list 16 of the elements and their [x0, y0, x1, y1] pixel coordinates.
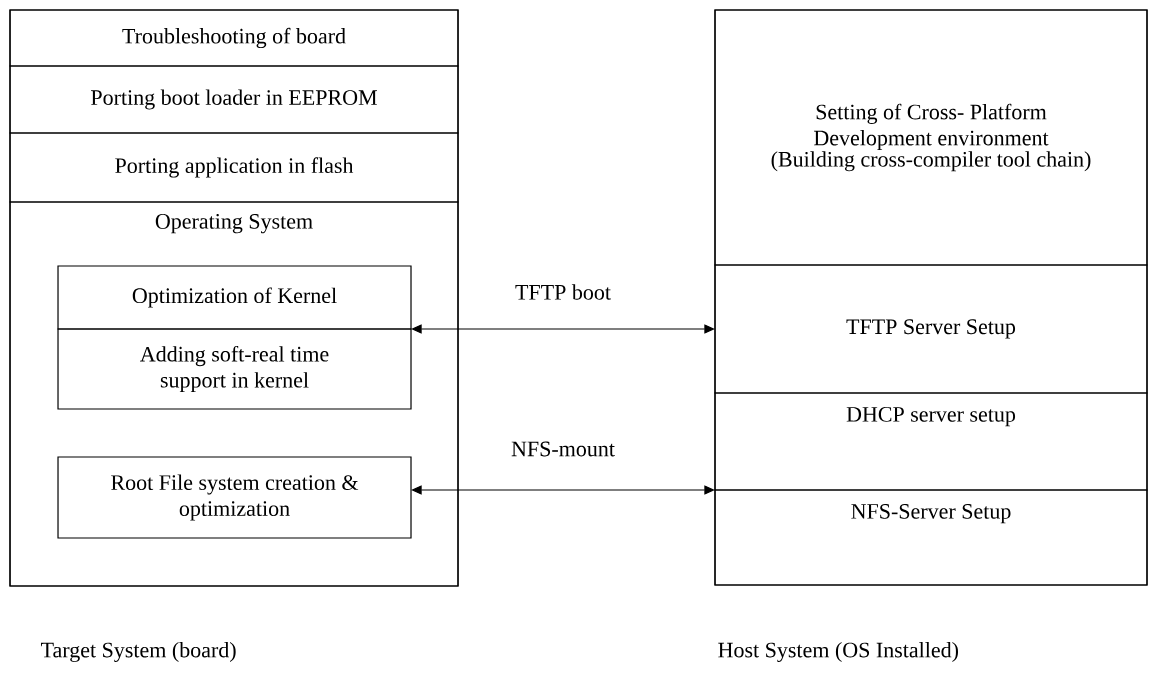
band: NFS-Server Setup	[714, 489, 1148, 586]
band: DHCP server setup	[714, 392, 1148, 491]
band: TFTP Server Setup	[714, 264, 1148, 394]
system-caption: Target System (board)	[41, 642, 236, 662]
system-caption: Host System (OS Installed)	[718, 642, 958, 662]
text-box: Adding soft-real time support in kernel	[57, 328, 412, 410]
band: Porting boot loader in EEPROM	[9, 65, 459, 134]
band: Troubleshooting of board	[9, 9, 459, 67]
text-box: Optimization of Kernel	[57, 265, 412, 330]
band: Setting of Cross- Platform Development environment (Building cross-compiler tool chain)	[714, 9, 1148, 266]
text-box: Root File system creation & optimization	[57, 456, 412, 539]
edge-label: NFS-mount	[511, 441, 615, 457]
edge-label: TFTP boot	[515, 284, 611, 300]
double-arrow	[411, 324, 715, 334]
band: Porting application in flash	[9, 132, 459, 203]
double-arrow	[411, 485, 715, 495]
